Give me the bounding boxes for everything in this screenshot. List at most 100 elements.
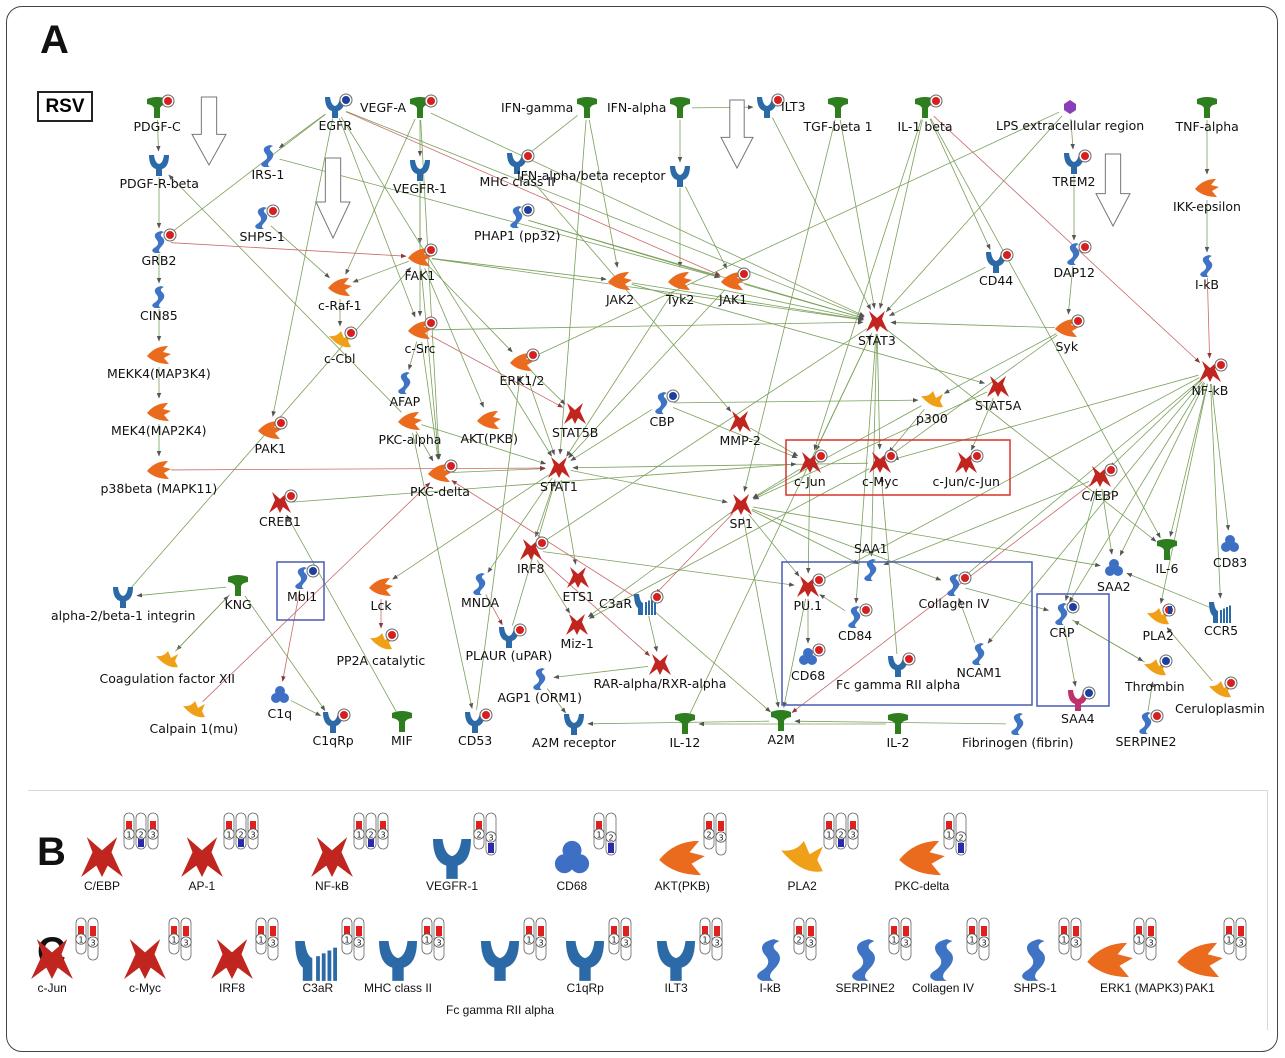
hollow-arrow xyxy=(1095,153,1131,228)
node-label-c-myc: c-Myc xyxy=(862,474,899,489)
node-rar-rxr xyxy=(649,654,671,675)
node-fak1 xyxy=(408,243,438,266)
node-label-pu-1: PU.1 xyxy=(793,598,823,613)
node-label-c1qrp: C1qRp xyxy=(312,733,354,748)
interaction-edge xyxy=(244,595,326,711)
interaction-edge xyxy=(345,118,416,275)
svg-text:3: 3 xyxy=(250,831,255,840)
interaction-edge xyxy=(136,586,227,598)
panel-label-a: A xyxy=(40,18,69,62)
node-label-coag-xii: Coagulation factor XII xyxy=(99,671,235,686)
node-mif xyxy=(392,711,412,732)
node-il-6 xyxy=(1157,539,1177,560)
interaction-edge xyxy=(1063,625,1077,687)
panel-label-b: B xyxy=(37,830,66,874)
node-label-pla2: PLA2 xyxy=(1142,628,1174,643)
node-c-jun-c-jun xyxy=(955,449,984,473)
interaction-edge xyxy=(168,174,402,413)
node-label-plaur: PLAUR (uPAR) xyxy=(465,648,553,663)
node-akt xyxy=(477,411,501,429)
node-ccr5 xyxy=(1209,602,1231,623)
node-ikk-epsilon xyxy=(1195,179,1219,197)
interaction-edge xyxy=(530,370,566,405)
interaction-edge xyxy=(1206,277,1212,359)
node-label-lck: Lck xyxy=(370,598,392,613)
interaction-edge xyxy=(933,115,1201,363)
node-fcgrii xyxy=(888,652,916,677)
hollow-arrow xyxy=(191,96,227,167)
node-il-1beta xyxy=(915,94,943,118)
node-cin85 xyxy=(152,286,165,308)
svg-text:1: 1 xyxy=(226,831,231,840)
interaction-edge xyxy=(431,258,864,322)
node-label-afap: AFAP xyxy=(389,394,421,409)
node-c-raf-1 xyxy=(328,278,352,296)
interaction-edge xyxy=(673,397,919,404)
node-nf-kb xyxy=(1199,358,1228,382)
interaction-edge xyxy=(943,333,1057,394)
node-label-rar-rxr: RAR-alpha/RXR-alpha xyxy=(593,676,727,691)
interaction-edge xyxy=(156,119,161,152)
svg-text:3: 3 xyxy=(150,831,155,840)
node-label-pak1: PAK1 xyxy=(254,441,286,456)
node-label-mekk4: MEKK4(MAP3K4) xyxy=(107,366,211,381)
figure-frame xyxy=(6,6,1278,1052)
interaction-edge xyxy=(279,158,721,279)
interaction-edge xyxy=(278,113,326,149)
node-pla2 xyxy=(1147,603,1176,625)
interaction-edge xyxy=(542,551,795,587)
interaction-edge xyxy=(175,595,229,652)
node-lck xyxy=(369,578,393,596)
condition-label: RSV xyxy=(37,91,93,122)
interaction-edge xyxy=(813,119,922,451)
node-label-saa1: SAA1 xyxy=(854,541,888,556)
node-c1q xyxy=(271,686,289,703)
node-label-c-ebp: C/EBP xyxy=(1081,488,1119,503)
interaction-edge xyxy=(742,516,780,708)
node-label-ifn-ab-r: IFN-alpha/beta receptor xyxy=(517,168,666,183)
node-label-c-src: c-Src xyxy=(404,341,436,356)
node-label-phap1: PHAP1 (pp32) xyxy=(474,228,561,243)
node-cd53 xyxy=(465,708,493,733)
node-label-irs-1: IRS-1 xyxy=(251,167,285,182)
node-cd44 xyxy=(986,248,1014,273)
node-cbp xyxy=(655,389,680,414)
svg-text:1: 1 xyxy=(356,831,361,840)
interaction-edge xyxy=(408,341,418,371)
interaction-edge xyxy=(487,477,553,573)
interaction-edge xyxy=(528,220,721,278)
node-stat1 xyxy=(548,457,570,478)
node-label-c-cbl: c-Cbl xyxy=(324,351,356,366)
legend-c-label: c-Jun xyxy=(37,981,67,995)
node-label-tyk2: Tyk2 xyxy=(666,292,695,307)
interaction-edge xyxy=(553,665,649,680)
node-label-mbl1: Mbl1 xyxy=(287,589,318,604)
svg-text:2: 2 xyxy=(958,834,963,843)
node-label-alpha2beta1: alpha-2/beta-1 integrin xyxy=(51,608,196,623)
interaction-edge xyxy=(587,720,770,726)
legend-c-label: Fc gamma RII alpha xyxy=(446,1003,555,1017)
node-label-syk: Syk xyxy=(1055,339,1079,354)
interaction-edge xyxy=(753,391,988,500)
interaction-edge xyxy=(570,469,728,504)
interaction-edge xyxy=(1119,382,1206,556)
node-label-erk1-2: ERK1/2 xyxy=(499,373,545,388)
interaction-edge xyxy=(854,333,877,604)
node-stat5a xyxy=(987,376,1009,397)
interaction-edge xyxy=(170,242,407,259)
node-label-mhc-ii: MHC class II xyxy=(479,174,555,189)
interaction-edge xyxy=(839,119,876,309)
node-a2m xyxy=(771,710,791,731)
node-label-grb2: GRB2 xyxy=(141,253,177,268)
interaction-edge xyxy=(202,482,431,702)
interaction-edge xyxy=(752,468,800,499)
